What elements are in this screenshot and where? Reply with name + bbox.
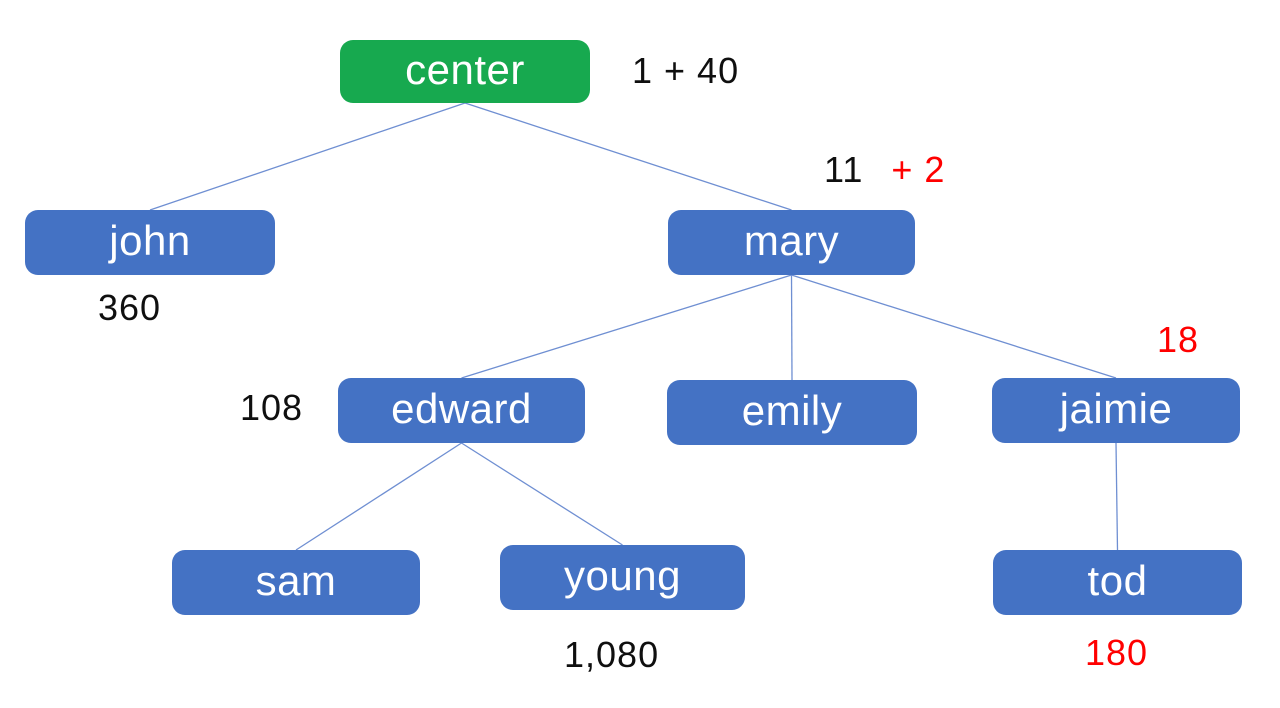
connector-edward-sam: [295, 442, 462, 551]
annotation-mary-value: 11 + 2: [824, 152, 945, 188]
tree-node-young: young: [500, 545, 745, 610]
tree-node-label: jaimie: [1059, 384, 1173, 432]
tree-node-label: young: [564, 551, 681, 599]
annotation-john-value: 360: [98, 290, 161, 326]
tree-node-label: mary: [743, 216, 840, 264]
tree-node-label: tod: [1087, 556, 1148, 604]
annotation-text: + 2: [891, 149, 946, 190]
tree-node-tod: tod: [993, 550, 1242, 615]
annotation-text: 360: [98, 287, 162, 328]
connector-center-mary: [464, 102, 792, 211]
connector-edward-young: [461, 442, 623, 546]
connector-mary-emily: [790, 274, 793, 381]
annotation-text: 180: [1085, 632, 1149, 673]
annotation-text: 1 + 40: [632, 50, 740, 91]
connector-mary-jaimie: [791, 274, 1117, 379]
connector-center-john: [149, 102, 466, 211]
tree-node-label: john: [109, 216, 191, 264]
connector-jaimie-tod: [1115, 442, 1119, 551]
annotation-text: 18: [1157, 319, 1200, 360]
connector-mary-edward: [461, 274, 792, 379]
tree-node-edward: edward: [338, 378, 585, 443]
tree-node-john: john: [25, 210, 275, 275]
tree-node-mary: mary: [668, 210, 915, 275]
annotation-tod-value: 180: [1085, 635, 1148, 671]
tree-node-jaimie: jaimie: [992, 378, 1240, 443]
annotation-edward-value: 108: [240, 390, 303, 426]
annotation-text: 11: [824, 149, 864, 190]
tree-node-center: center: [340, 40, 590, 103]
tree-node-label: emily: [741, 386, 843, 434]
annotation-text: 108: [240, 387, 304, 428]
tree-node-label: sam: [255, 556, 337, 604]
annotation-young-value: 1,080: [564, 637, 659, 673]
annotation-text: 1,080: [564, 634, 660, 675]
annotation-jaimie-value: 18: [1157, 322, 1199, 358]
tree-node-label: center: [405, 45, 525, 93]
tree-node-label: edward: [391, 384, 532, 432]
tree-node-emily: emily: [667, 380, 917, 445]
annotation-center-value: 1 + 40: [632, 53, 739, 89]
tree-node-sam: sam: [172, 550, 420, 615]
